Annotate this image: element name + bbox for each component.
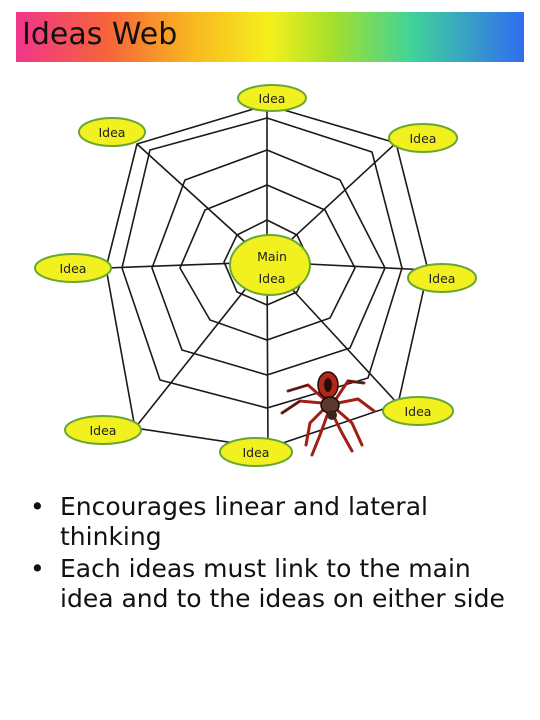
web-ring-2 bbox=[179, 184, 356, 341]
spoke-bottom-left bbox=[134, 261, 268, 429]
web-rings bbox=[105, 104, 429, 449]
web-ring-4 bbox=[121, 117, 403, 409]
bullet-item: • Encourages linear and lateral thinking bbox=[28, 492, 518, 552]
idea-node-top bbox=[237, 84, 307, 112]
idea-label-top: Idea bbox=[259, 91, 286, 106]
idea-node-top-left bbox=[78, 117, 146, 147]
page-title: Ideas Web bbox=[22, 17, 178, 52]
spider-icon bbox=[280, 371, 376, 457]
idea-node-right bbox=[407, 263, 477, 293]
idea-label-top-left: Idea bbox=[99, 125, 126, 140]
idea-label-top-right: Idea bbox=[410, 131, 437, 146]
bullet-text: Each ideas must link to the main idea an… bbox=[60, 554, 505, 613]
main-idea-label-line-2: Idea bbox=[259, 271, 286, 286]
idea-node-bottom bbox=[219, 437, 293, 467]
title-bar: Ideas Web bbox=[16, 12, 524, 62]
main-idea-label-line-1: Main bbox=[257, 249, 287, 264]
idea-nodes bbox=[34, 84, 477, 467]
idea-node-top-right bbox=[388, 123, 458, 153]
idea-label-bottom: Idea bbox=[243, 445, 270, 460]
bullet-glyph: • bbox=[30, 492, 45, 521]
bullet-list: • Encourages linear and lateral thinking… bbox=[28, 492, 518, 616]
web-ring-1 bbox=[223, 219, 311, 306]
idea-label-left: Idea bbox=[60, 261, 87, 276]
idea-node-left bbox=[34, 253, 112, 283]
idea-label-bottom-right: Idea bbox=[405, 404, 432, 419]
bullet-item: • Each ideas must link to the main idea … bbox=[28, 554, 518, 614]
idea-node-bottom-left bbox=[64, 415, 142, 445]
idea-label-bottom-left: Idea bbox=[90, 423, 117, 438]
bullet-glyph: • bbox=[30, 554, 45, 583]
web-ring-3 bbox=[151, 149, 386, 376]
idea-node-center bbox=[229, 234, 311, 296]
idea-node-bottom-right bbox=[382, 396, 454, 426]
ideas-web-diagram: Idea Idea Idea Idea Main Idea Idea Idea … bbox=[34, 84, 477, 467]
bullet-text: Encourages linear and lateral thinking bbox=[60, 492, 428, 551]
idea-label-right: Idea bbox=[429, 271, 456, 286]
